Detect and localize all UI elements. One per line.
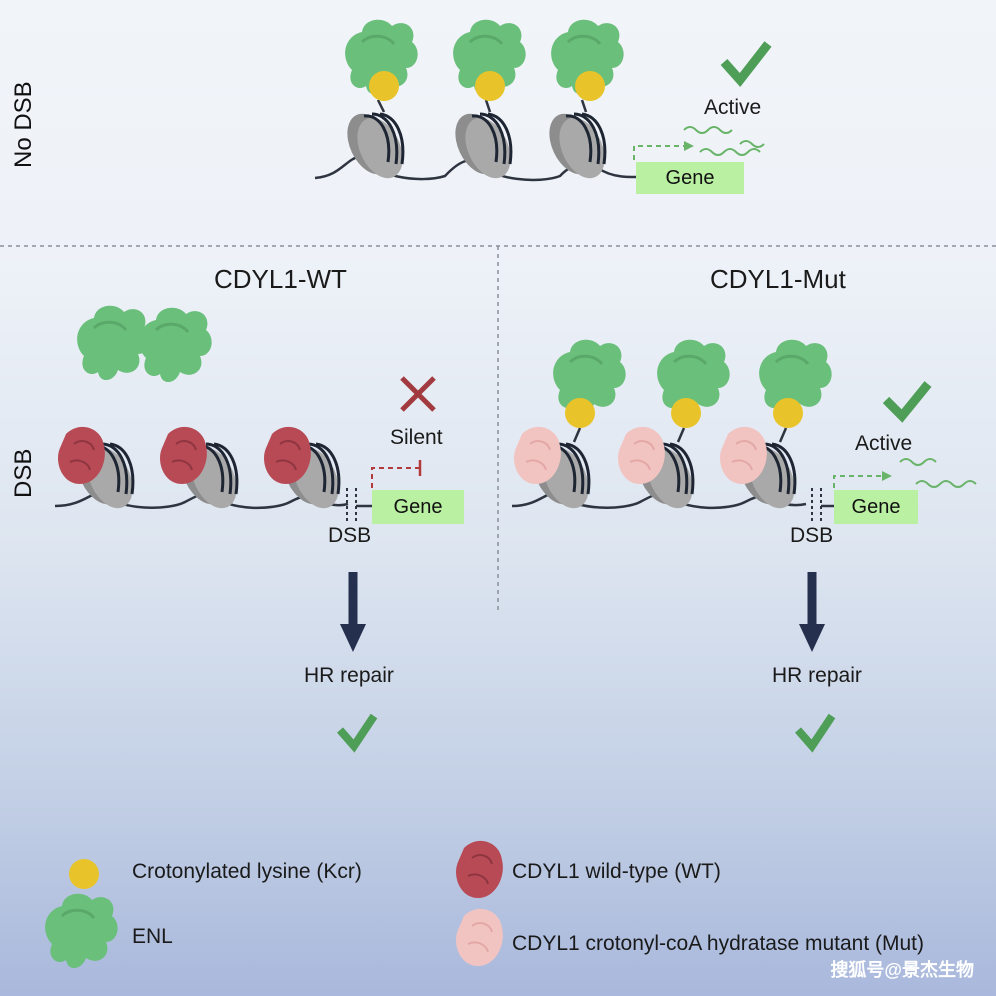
mut-dsb-label: DSB bbox=[790, 524, 834, 547]
top-gene-box: Gene bbox=[636, 162, 744, 194]
row-label-dsb: DSB bbox=[10, 448, 37, 498]
kcr-marker bbox=[773, 398, 803, 428]
wt-chromatin bbox=[54, 304, 436, 753]
top-chromatin bbox=[314, 18, 772, 187]
legend-enl-label: ENL bbox=[132, 925, 173, 948]
mut-gene-box: Gene bbox=[834, 490, 918, 524]
check-icon bbox=[882, 381, 932, 423]
legend-wt-label: CDYL1 wild-type (WT) bbox=[512, 860, 721, 883]
nucleosome bbox=[538, 105, 616, 187]
legend-wt-icon bbox=[455, 839, 504, 899]
legend-kcr-icon bbox=[69, 859, 99, 889]
check-icon bbox=[794, 713, 836, 753]
nucleosome bbox=[336, 105, 414, 187]
kcr-marker bbox=[369, 71, 399, 101]
mut-chromatin bbox=[511, 338, 977, 753]
mut-status-label: Active bbox=[855, 432, 913, 455]
rna-wave bbox=[899, 458, 937, 466]
legend-mut-label: CDYL1 crotonyl-coA hydratase mutant (Mut… bbox=[512, 932, 925, 955]
wt-repair-label: HR repair bbox=[304, 664, 394, 687]
wt-gene-box: Gene bbox=[372, 490, 464, 524]
legend-kcr-label: Crotonylated lysine (Kcr) bbox=[132, 860, 362, 883]
watermark: 搜狐号@景杰生物 bbox=[830, 960, 974, 980]
transcription-arrow bbox=[633, 145, 690, 160]
legend-enl-icon bbox=[43, 892, 120, 970]
row-label-no-dsb: No DSB bbox=[10, 81, 37, 168]
kcr-marker bbox=[475, 71, 505, 101]
rna-wave bbox=[699, 148, 761, 156]
mut-repair-label: HR repair bbox=[772, 664, 862, 687]
check-icon bbox=[336, 713, 378, 753]
legend-mut-icon bbox=[455, 907, 504, 967]
mut-panel-title: CDYL1-Mut bbox=[710, 264, 846, 294]
enl-protein bbox=[75, 304, 152, 382]
wt-panel-title: CDYL1-WT bbox=[214, 264, 347, 294]
transcription-arrow bbox=[833, 475, 888, 488]
check-icon bbox=[720, 41, 772, 88]
rna-wave bbox=[683, 126, 733, 134]
kcr-marker bbox=[671, 398, 701, 428]
rna-wave bbox=[915, 480, 977, 488]
enl-protein bbox=[137, 306, 214, 384]
top-status-label: Active bbox=[704, 96, 762, 119]
rna-wave bbox=[739, 140, 765, 148]
wt-status-label: Silent bbox=[390, 426, 443, 449]
cross-icon bbox=[400, 376, 436, 412]
kcr-marker bbox=[565, 398, 595, 428]
nucleosome bbox=[444, 105, 522, 187]
kcr-marker bbox=[575, 71, 605, 101]
blocked-transcription bbox=[371, 467, 420, 488]
wt-dsb-label: DSB bbox=[328, 524, 372, 547]
